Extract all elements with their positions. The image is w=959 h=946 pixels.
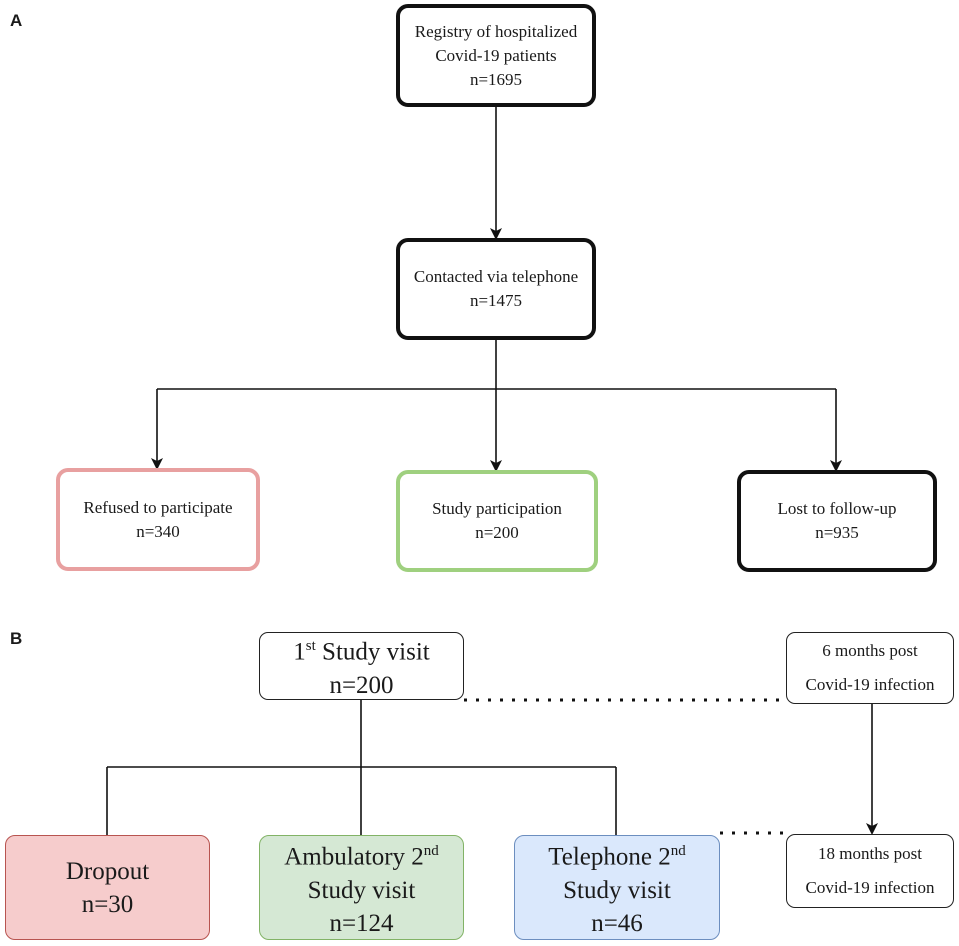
eighteen-months-line2: Covid-19 infection: [805, 878, 935, 897]
refused-count: n=340: [136, 521, 180, 541]
ambulatory-box: Ambulatory 2nd Study visit n=124: [259, 835, 464, 940]
first-visit-box: 1st Study visit n=200: [259, 632, 464, 700]
telephone-box: Telephone 2nd Study visit n=46: [514, 835, 720, 940]
ambulatory-line1: Ambulatory 2nd: [284, 843, 439, 871]
refused-line1: Refused to participate: [83, 497, 233, 517]
six-months-line1: 6 months post: [822, 641, 918, 660]
registry-box: Registry of hospitalized Covid-19 patien…: [396, 4, 596, 107]
telephone-line2: Study visit: [563, 876, 671, 904]
registry-line1: Registry of hospitalized: [414, 21, 578, 41]
refused-box: Refused to participate n=340: [56, 468, 260, 571]
telephone-line1: Telephone 2nd: [548, 843, 686, 871]
first-visit-count: n=200: [329, 671, 394, 699]
lost-count: n=935: [815, 523, 859, 542]
dropout-line1: Dropout: [65, 857, 150, 885]
participation-line1: Study participation: [432, 499, 562, 518]
ambulatory-line2: Study visit: [307, 876, 416, 904]
participation-box: Study participation n=200: [396, 470, 598, 572]
contacted-line1: Contacted via telephone: [413, 267, 579, 286]
contacted-box: Contacted via telephone n=1475: [396, 238, 596, 340]
lost-box: Lost to follow-up n=935: [737, 470, 937, 572]
registry-count: n=1695: [469, 69, 523, 89]
registry-line2: Covid-19 patients: [435, 45, 557, 65]
dropout-count: n=30: [81, 890, 134, 918]
eighteen-months-line1: 18 months post: [818, 844, 922, 863]
first-visit-title: 1st Study visit: [293, 638, 430, 666]
telephone-count: n=46: [591, 909, 643, 937]
six-months-box: 6 months post Covid-19 infection: [786, 632, 954, 704]
ambulatory-count: n=124: [329, 909, 394, 937]
six-months-line2: Covid-19 infection: [805, 675, 935, 694]
participation-count: n=200: [475, 523, 519, 542]
lost-line1: Lost to follow-up: [777, 499, 897, 518]
eighteen-months-box: 18 months post Covid-19 infection: [786, 834, 954, 908]
dropout-box: Dropout n=30: [5, 835, 210, 940]
contacted-count: n=1475: [469, 291, 523, 310]
panel-b-label: B: [10, 629, 23, 648]
panel-a-label: A: [10, 11, 23, 30]
